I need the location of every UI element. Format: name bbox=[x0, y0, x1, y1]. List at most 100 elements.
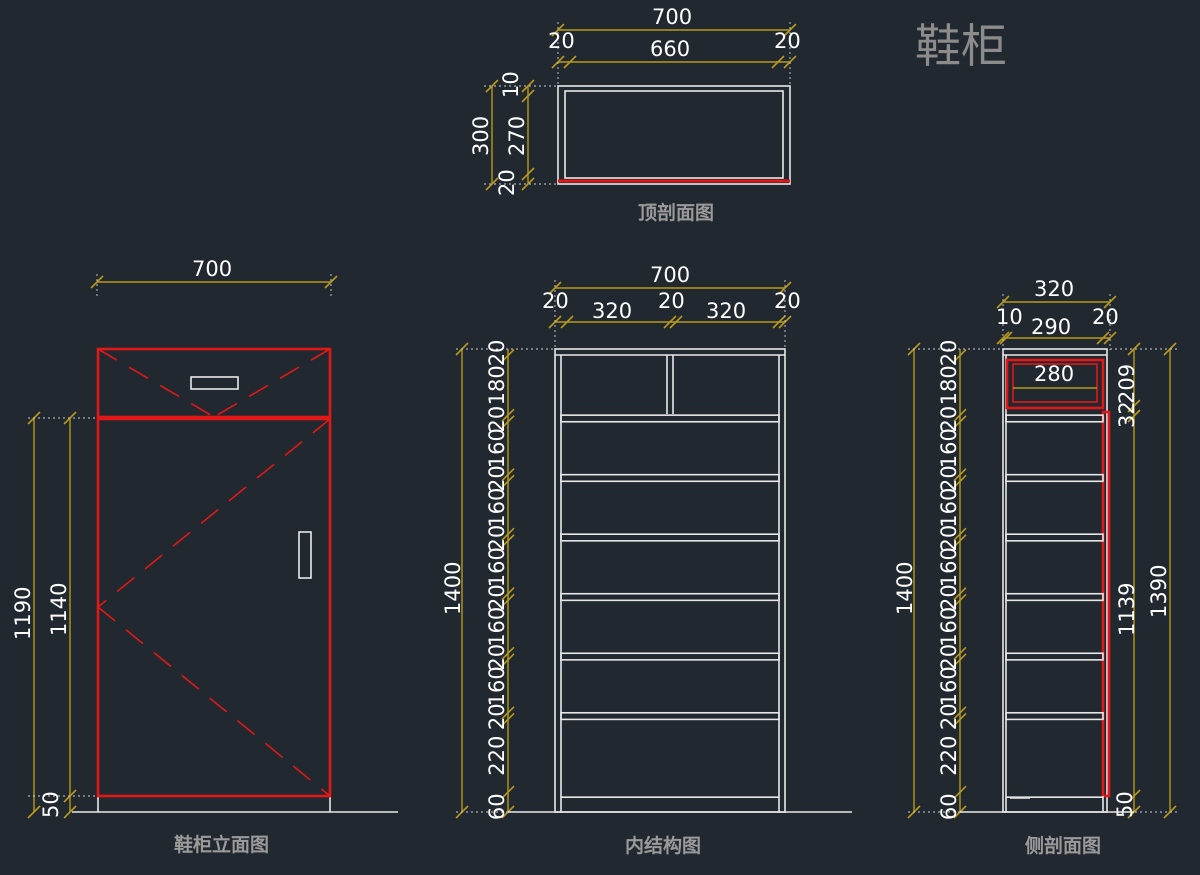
side-dim-height: 1400 bbox=[893, 562, 917, 615]
dim-tick bbox=[953, 646, 967, 660]
segment-dim-label: 20 bbox=[485, 703, 509, 730]
inner-dim-bay-left: 320 bbox=[592, 299, 632, 323]
side-dim-depth: 320 bbox=[1034, 277, 1074, 301]
segment-dim-label: 20 bbox=[485, 644, 509, 671]
top-dim-back: 10 bbox=[499, 71, 523, 98]
segment-dim-label: 160 bbox=[485, 607, 509, 647]
inner-dim-height: 1400 bbox=[441, 562, 465, 615]
dim-tick bbox=[953, 534, 967, 548]
front-dim-door-height: 1140 bbox=[47, 583, 71, 636]
segment-dim-label: 20 bbox=[937, 584, 961, 611]
segment-dim-label: 160 bbox=[937, 607, 961, 647]
segment-dim-label: 20 bbox=[937, 644, 961, 671]
shelf-board bbox=[1005, 533, 1104, 542]
segment-dim-label: 20 bbox=[485, 406, 509, 433]
dim-tick bbox=[501, 646, 515, 660]
dim-tick bbox=[953, 785, 967, 799]
segment-dim-label: 20 bbox=[937, 340, 961, 367]
segment-dim-label: 60 bbox=[485, 793, 509, 820]
side-dim-back: 10 bbox=[996, 305, 1023, 329]
side-dim-height-right: 1390 bbox=[1147, 565, 1171, 618]
dim-tick bbox=[501, 706, 515, 720]
side-dim-drawer: 209 bbox=[1115, 364, 1139, 404]
segment-dim-label: 160 bbox=[937, 666, 961, 706]
top-dim-total: 700 bbox=[652, 5, 692, 29]
dim-tick bbox=[953, 408, 967, 422]
shelf-board bbox=[1005, 711, 1104, 721]
dim-tick bbox=[953, 468, 967, 482]
side-section-view: 320 10 290 20 1400 201802016020160201602… bbox=[893, 277, 1180, 857]
side-dim-gap: 32 bbox=[1115, 401, 1139, 428]
shelf-board bbox=[560, 473, 780, 483]
shelf-board bbox=[560, 711, 780, 721]
shelf-board bbox=[1005, 414, 1104, 423]
top-dim-inner-depth: 270 bbox=[505, 116, 529, 156]
segment-dim-label: 20 bbox=[937, 525, 961, 552]
top-dim-inner: 660 bbox=[650, 37, 690, 61]
side-dim-door: 1139 bbox=[1115, 583, 1139, 636]
segment-dim-label: 160 bbox=[485, 666, 509, 706]
dim-tick bbox=[501, 653, 515, 667]
dim-tick bbox=[501, 587, 515, 601]
front-dim-base: 50 bbox=[39, 791, 63, 818]
drawing-title: 鞋柜 bbox=[915, 19, 1007, 73]
shelf-board bbox=[1005, 592, 1104, 602]
top-dim-front: 20 bbox=[495, 169, 519, 196]
top-dim-left: 20 bbox=[548, 29, 575, 53]
shelf-board bbox=[560, 592, 780, 602]
segment-dim-label: 160 bbox=[485, 547, 509, 587]
inner-dim-side-left: 20 bbox=[542, 289, 569, 313]
segment-dim-label: 160 bbox=[485, 488, 509, 528]
segment-dim-label: 20 bbox=[485, 465, 509, 492]
dim-tick bbox=[501, 408, 515, 422]
shelf-board bbox=[560, 652, 780, 661]
inner-dim-width: 700 bbox=[650, 263, 690, 287]
dim-tick bbox=[953, 587, 967, 601]
dim-tick bbox=[953, 706, 967, 720]
segment-dim-label: 20 bbox=[937, 406, 961, 433]
dim-tick bbox=[501, 349, 515, 363]
front-dim-height: 1190 bbox=[11, 587, 35, 640]
segment-dim-label: 160 bbox=[485, 428, 509, 468]
dim-tick bbox=[953, 712, 967, 726]
dim-tick bbox=[501, 785, 515, 799]
top-section-view: 700 20 660 20 300 10 270 20 顶剖面图 bbox=[469, 5, 801, 224]
side-dim-base: 50 bbox=[1113, 791, 1137, 818]
segment-dim-label: 20 bbox=[937, 465, 961, 492]
segment-dim-label: 160 bbox=[937, 428, 961, 468]
dim-tick bbox=[953, 349, 967, 363]
top-dim-right: 20 bbox=[774, 29, 801, 53]
top-caption: 顶剖面图 bbox=[638, 201, 714, 224]
inner-dim-bay-right: 320 bbox=[706, 299, 746, 323]
dim-tick bbox=[501, 593, 515, 607]
segment-dim-label: 160 bbox=[937, 547, 961, 587]
segment-dim-label: 180 bbox=[485, 365, 509, 405]
side-dim-inner: 290 bbox=[1031, 315, 1071, 339]
front-dim-width: 700 bbox=[192, 257, 232, 281]
segment-dim-label: 20 bbox=[485, 584, 509, 611]
side-dim-front: 20 bbox=[1092, 305, 1119, 329]
dim-tick bbox=[501, 527, 515, 541]
front-caption: 鞋柜立面图 bbox=[174, 833, 269, 856]
shelf-board bbox=[1005, 473, 1104, 483]
side-caption: 侧剖面图 bbox=[1025, 834, 1101, 857]
inner-dim-mid: 20 bbox=[658, 289, 685, 313]
segment-dim-label: 20 bbox=[485, 340, 509, 367]
segment-dim-label: 220 bbox=[485, 736, 509, 776]
segment-dim-label: 160 bbox=[937, 488, 961, 528]
inner-structure-view: 700 20 320 20 320 20 1400 20180201602016… bbox=[441, 263, 852, 857]
dim-tick bbox=[953, 593, 967, 607]
dim-tick bbox=[501, 712, 515, 726]
dim-tick bbox=[953, 415, 967, 429]
segment-dim-label: 220 bbox=[937, 736, 961, 776]
dim-tick bbox=[501, 415, 515, 429]
segment-dim-label: 20 bbox=[937, 703, 961, 730]
side-dim-drawer-depth: 280 bbox=[1034, 362, 1074, 386]
inner-caption: 内结构图 bbox=[625, 834, 701, 857]
dim-tick bbox=[953, 527, 967, 541]
dim-tick bbox=[501, 534, 515, 548]
dim-tick bbox=[501, 468, 515, 482]
dim-tick bbox=[501, 474, 515, 488]
segment-dim-label: 180 bbox=[937, 365, 961, 405]
